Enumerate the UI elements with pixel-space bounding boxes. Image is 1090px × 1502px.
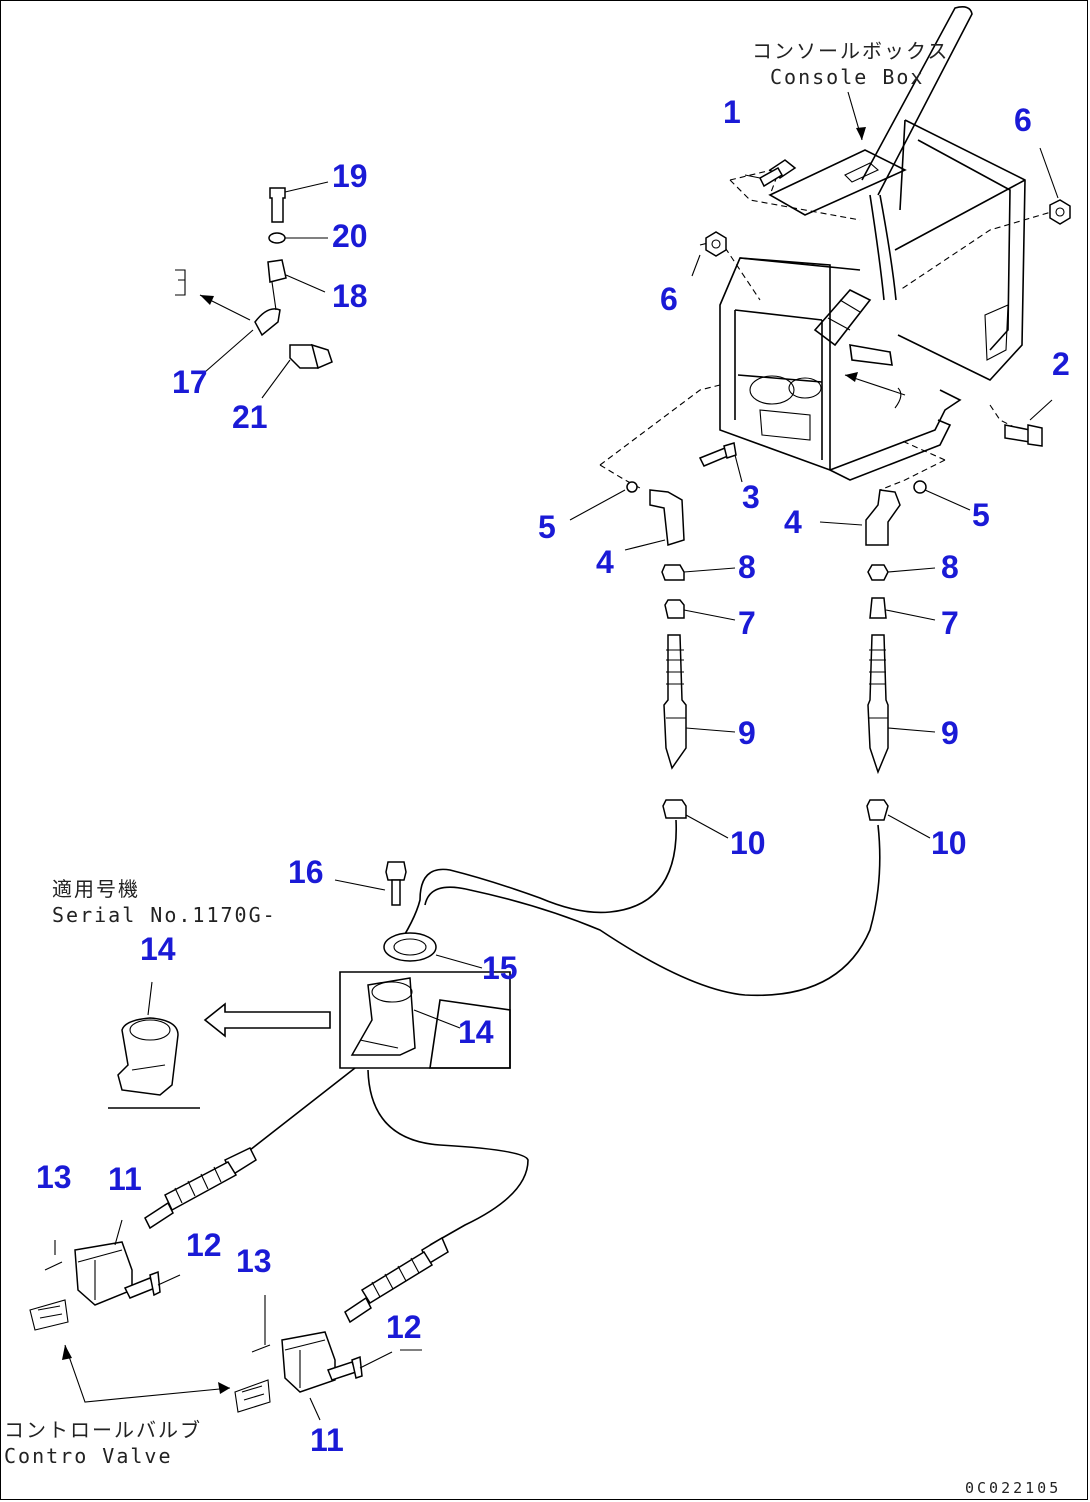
callout-1: 1 [723,94,741,130]
console-box-label-en: Console Box [770,65,924,89]
callout-5-left: 5 [538,509,556,545]
valve-fitting-lower [234,1295,422,1421]
console-box [719,6,1026,481]
document-code: 0C022105 [965,1479,1061,1497]
callout-numbers: 1 2 3 4 4 5 5 6 6 7 7 8 8 9 9 10 10 11 1… [36,94,1070,1458]
callout-4-left: 4 [596,544,614,580]
callout-15: 15 [482,950,518,986]
console-box-label-jp: コンソールボックス [752,39,949,63]
part-6-nut-right [1039,147,1071,225]
callout-8-right: 8 [941,549,959,585]
callout-12-upper: 12 [186,1227,222,1263]
control-valve-label-en: Contro Valve [4,1444,173,1468]
cable-end-lower [344,1236,449,1324]
callout-5-right: 5 [972,497,990,533]
callout-10-right: 10 [931,825,967,861]
callout-17: 17 [172,364,208,400]
callout-21: 21 [232,399,268,435]
control-valve-label-jp: コントロールバルブ [4,1418,202,1442]
part-2-bolt [1004,399,1053,447]
callout-6-right: 6 [1014,102,1032,138]
part-3-bolt [698,442,743,483]
callout-18: 18 [332,278,368,314]
part-6-nut-left [691,231,727,277]
callout-12-lower: 12 [386,1309,422,1345]
callout-3: 3 [742,479,760,515]
callout-13-upper: 13 [36,1159,72,1195]
detail-bracket [108,981,200,1109]
lever-detail [175,181,333,399]
serial-label-jp: 適用号機 [52,877,140,901]
cable-end-upper [144,1147,257,1230]
left-joint-stack [569,481,736,839]
callout-11-lower: 11 [310,1422,344,1458]
callout-10-left: 10 [730,825,766,861]
callout-6-left: 6 [660,281,678,317]
callout-9-right: 9 [941,715,959,751]
valve-fitting-upper [29,1219,181,1331]
callout-7-left: 7 [738,605,756,641]
callout-11-upper: 11 [108,1161,142,1197]
part-1-bolt [744,159,797,188]
callout-8-left: 8 [738,549,756,585]
right-joint-stack [819,480,971,839]
callout-9-left: 9 [738,715,756,751]
callout-14-detail: 14 [140,931,176,967]
callout-2: 2 [1052,346,1070,382]
callout-7-right: 7 [941,605,959,641]
callout-14-bracket: 14 [458,1014,494,1050]
callout-4-right: 4 [784,504,802,540]
callout-20: 20 [332,218,368,254]
serial-label-en: Serial No.1170G- [52,903,277,927]
callout-16: 16 [288,854,324,890]
callout-19: 19 [332,158,368,194]
detail-arrow [203,1002,331,1038]
callout-13-lower: 13 [236,1243,272,1279]
bracket-assembly [334,861,511,1069]
